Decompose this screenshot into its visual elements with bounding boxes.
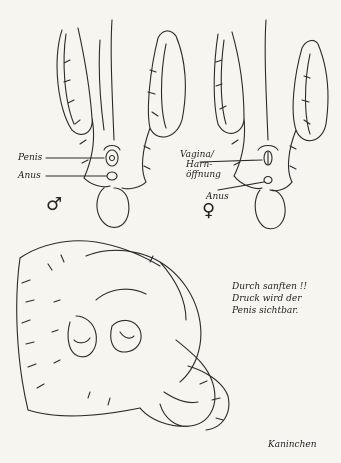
note-line-3: Penis sichtbar. [232, 306, 298, 317]
label-opening-line2: öffnung [186, 170, 221, 180]
label-opening-line1: Harn- [186, 160, 212, 170]
note-line-2: Druck wird der [232, 294, 302, 305]
label-penis: Penis [18, 153, 42, 163]
male-rabbit-drawing [46, 20, 185, 227]
label-anus-male: Anus [18, 171, 41, 181]
hand-with-rabbit-drawing [17, 241, 229, 430]
note-line-1: Durch sanften !! [232, 282, 307, 293]
female-symbol: ♀ [202, 202, 215, 220]
label-vagina: Vagina/ [180, 150, 214, 160]
male-symbol: ♂ [46, 196, 62, 214]
signature: Kaninchen [268, 440, 317, 451]
